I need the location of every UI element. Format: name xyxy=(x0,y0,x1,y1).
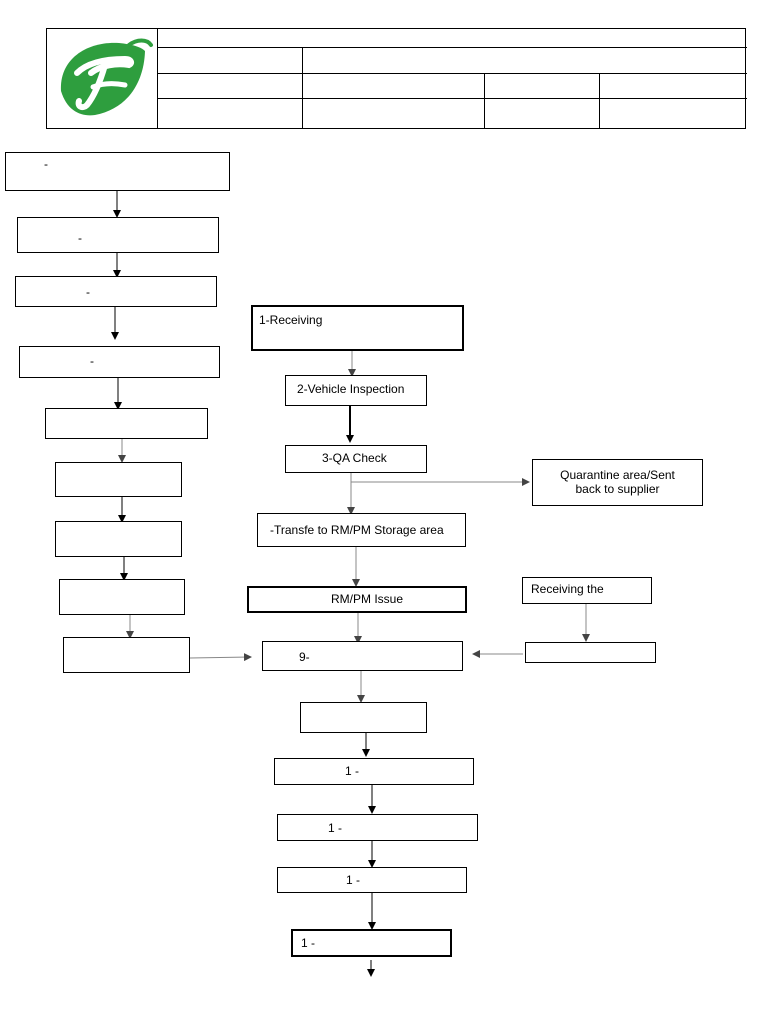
header-cell-r4c1 xyxy=(157,98,302,128)
step-qa-check: 3-QA Check xyxy=(285,445,427,473)
step-qa-check-label: 3-QA Check xyxy=(322,451,387,465)
left-step-6 xyxy=(55,462,182,497)
step-vehicle-inspection: 2-Vehicle Inspection xyxy=(285,375,427,406)
company-logo xyxy=(47,29,157,128)
header-cell-r4c3 xyxy=(484,98,599,128)
document-header-table xyxy=(46,28,747,129)
left-step-1: - xyxy=(5,152,230,191)
step-11-label: 1 - xyxy=(345,764,360,778)
step-13: 1 - xyxy=(277,867,467,893)
quarantine-box: Quarantine area/Sent back to supplier xyxy=(532,459,703,506)
left-step-3-label: - xyxy=(86,285,90,299)
step-11: 1 - xyxy=(274,758,474,785)
left-step-1-label: - xyxy=(44,157,48,171)
header-cell-r4c2 xyxy=(302,98,484,128)
step-13-label: 1 - xyxy=(346,873,361,887)
arrow-left-to-step9 xyxy=(189,653,252,662)
header-cell-r4c4 xyxy=(599,98,747,128)
header-row-1 xyxy=(157,29,747,47)
left-step-2-label: - xyxy=(78,231,82,245)
step-9-label: 9- xyxy=(299,650,310,664)
header-cell-r3c1 xyxy=(157,73,302,98)
step-receiving-label: 1-Receiving xyxy=(259,313,323,327)
header-cell-r3c3 xyxy=(484,73,599,98)
step-12-label: 1 - xyxy=(328,821,343,835)
step-12: 1 - xyxy=(277,814,478,841)
quarantine-label: Quarantine area/Sent back to supplier xyxy=(560,468,675,496)
header-cell-r3c4 xyxy=(599,73,747,98)
left-step-3: - xyxy=(15,276,217,307)
step-vehicle-inspection-label: 2-Vehicle Inspection xyxy=(297,382,405,396)
receiving-the-box: Receiving the xyxy=(522,577,652,604)
step-9: 9- xyxy=(262,641,463,671)
step-rm-pm-issue-label: RM/PM Issue xyxy=(331,592,404,606)
left-step-8 xyxy=(59,579,185,615)
step-10 xyxy=(300,702,427,733)
step-14-label: 1 - xyxy=(301,936,316,950)
receiving-sub-box xyxy=(525,642,656,663)
left-step-2: - xyxy=(17,217,219,253)
step-transfer: -Transfe to RM/PM Storage area xyxy=(257,513,466,547)
left-step-4-label: - xyxy=(90,354,94,368)
step-14: 1 - xyxy=(291,929,452,957)
receiving-the-label: Receiving the xyxy=(531,582,604,596)
header-value-cell xyxy=(302,47,747,73)
header-cell-r3c2 xyxy=(302,73,484,98)
left-step-4: - xyxy=(19,346,220,378)
left-step-9 xyxy=(63,637,190,673)
step-transfer-label: -Transfe to RM/PM Storage area xyxy=(270,523,444,537)
step-receiving: 1-Receiving xyxy=(251,305,464,351)
step-rm-pm-issue: RM/PM Issue xyxy=(247,586,467,613)
left-step-5 xyxy=(45,408,208,439)
left-step-7 xyxy=(55,521,182,557)
header-label-cell xyxy=(157,47,302,73)
